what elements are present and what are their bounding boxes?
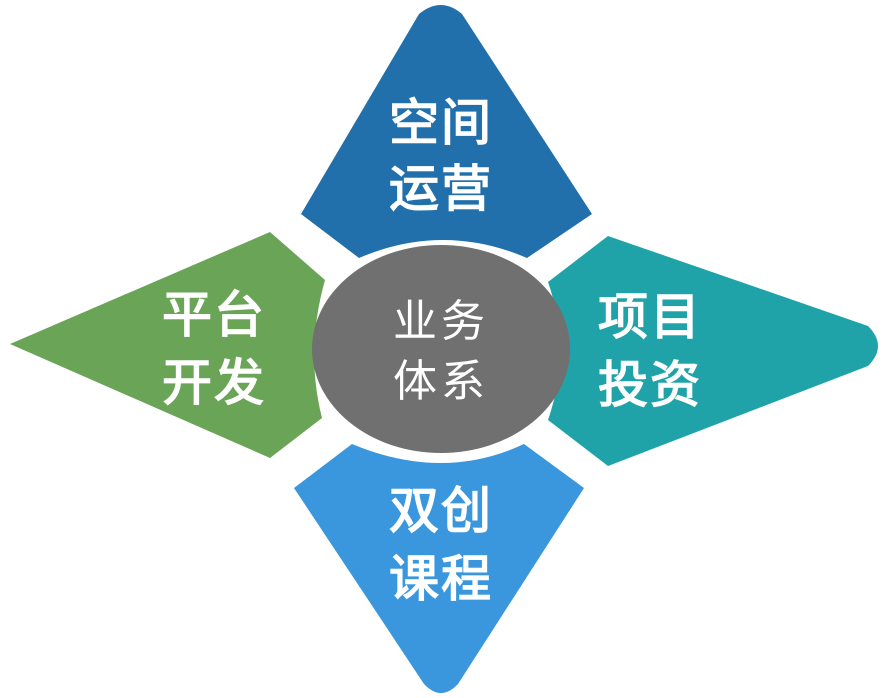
petal-bottom-label-line1: 双创: [389, 482, 493, 540]
petal-top: 空间 运营: [301, 5, 592, 258]
petal-left: 平台 开发: [10, 232, 325, 458]
petal-right-label-line1: 项目: [598, 288, 702, 346]
center-ellipse: [312, 245, 570, 453]
petal-bottom-shape: [294, 444, 584, 693]
petal-bottom-label-line2: 课程: [389, 550, 493, 608]
petal-right: 项目 投资: [548, 236, 878, 466]
petal-left-shape: [10, 232, 325, 458]
center-node: 业务 体系: [312, 245, 570, 453]
petal-top-shape: [301, 5, 592, 258]
petal-top-label-line2: 运营: [389, 160, 493, 218]
center-label-line1: 业务: [393, 296, 489, 347]
center-label-line2: 体系: [393, 356, 489, 407]
petal-right-shape: [548, 236, 878, 466]
petal-bottom: 双创 课程: [294, 444, 584, 693]
petal-left-label-line2: 开发: [162, 354, 266, 412]
petal-top-label-line1: 空间: [389, 94, 493, 152]
petal-right-label-line2: 投资: [598, 356, 702, 414]
petal-left-label-line1: 平台: [162, 286, 266, 344]
